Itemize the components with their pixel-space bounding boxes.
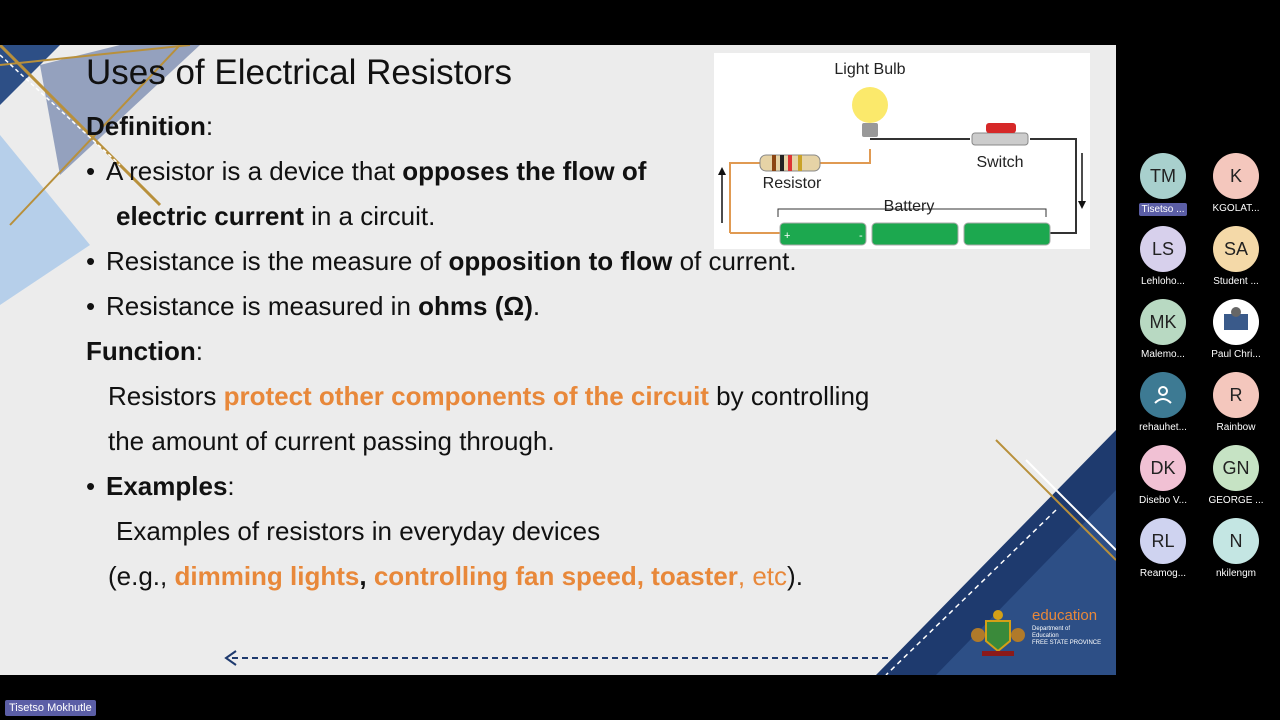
text: A resistor is a device that — [106, 156, 403, 186]
participant-name: KGOLAT... — [1212, 203, 1260, 214]
definition-heading-line: Definition: — [86, 111, 213, 142]
bullet: • — [86, 471, 96, 501]
decorative-corner — [0, 45, 200, 305]
avatar: MK — [1140, 299, 1186, 345]
switch-label: Switch — [976, 154, 1023, 171]
speaker-name-tag: Tisetso Mokhutle — [5, 700, 96, 716]
participant-tile[interactable]: R Rainbow — [1201, 372, 1271, 433]
slide-title: Uses of Electrical Resistors — [86, 53, 512, 92]
battery-plus: + — [784, 230, 790, 242]
highlight-text: protect other components of the circuit — [223, 381, 709, 411]
participant-tile[interactable]: RL Reamog... — [1128, 518, 1198, 579]
text: Resistors — [108, 381, 224, 411]
logo-word: education — [1032, 607, 1098, 624]
participant-name: Student ... — [1213, 276, 1259, 287]
circuit-diagram: Light Bulb Switch Resistor Battery + - — [714, 53, 1090, 249]
education-logo: education Department of Education FREE S… — [968, 607, 1108, 659]
bullet: • — [86, 291, 96, 321]
logo-line: Education — [1032, 633, 1059, 639]
light-bulb-label: Light Bulb — [834, 61, 905, 78]
participant-tile[interactable]: rehauhet... — [1128, 372, 1198, 433]
colon: : — [205, 111, 214, 141]
avatar: RL — [1140, 518, 1186, 564]
participant-name: Malemo... — [1141, 349, 1185, 360]
participant-name: nkilengm — [1215, 568, 1257, 579]
logo-line: Department of — [1032, 626, 1071, 632]
participant-tile[interactable]: SA Student ... — [1201, 226, 1271, 287]
participant-tile[interactable]: Paul Chri... — [1201, 299, 1271, 360]
avatar: LS — [1140, 226, 1186, 272]
participant-name: Lehloho... — [1141, 276, 1185, 287]
function-text-2: the amount of current passing through. — [108, 426, 555, 456]
text: in a circuit. — [303, 201, 436, 231]
text: (e.g., — [108, 561, 175, 591]
participant-name: Rainbow — [1216, 422, 1256, 433]
bold-text: opposes the flow of — [402, 156, 647, 186]
bold-text: ohms (Ω) — [418, 291, 533, 321]
avatar: DK — [1140, 445, 1186, 491]
participant-name: Reamog... — [1139, 568, 1187, 579]
participant-tile[interactable]: LS Lehloho... — [1128, 226, 1198, 287]
participant-tile[interactable]: K KGOLAT... — [1201, 153, 1271, 214]
definition-bullet-3: • Resistance is measured in ohms (Ω). — [86, 291, 540, 322]
highlight-text: , etc — [737, 561, 788, 591]
battery-label: Battery — [884, 198, 935, 215]
participant-name: Tisetso ... — [1138, 203, 1188, 216]
participant-tile[interactable]: DK Disebo V... — [1128, 445, 1198, 506]
participant-name: Paul Chri... — [1211, 349, 1261, 360]
person-icon — [1140, 372, 1186, 418]
participant-tile[interactable]: GN GEORGE ... — [1201, 445, 1271, 506]
examples-text-2: (e.g., dimming lights, controlling fan s… — [108, 561, 803, 592]
avatar: N — [1213, 518, 1259, 564]
function-heading-line: Function: — [86, 336, 203, 367]
colon: : — [227, 471, 235, 501]
colon: : — [195, 336, 203, 366]
text: . — [532, 291, 541, 321]
definition-heading: Definition — [86, 111, 206, 141]
profile-photo — [1213, 299, 1259, 345]
logo-line: FREE STATE PROVINCE — [1032, 640, 1102, 646]
text: ). — [787, 561, 803, 591]
text: Resistance is the measure of — [106, 246, 449, 276]
participant-tile[interactable]: TM Tisetso ... — [1128, 153, 1198, 221]
bullet: • — [86, 156, 96, 186]
logo-subtext: Department of Education FREE STATE PROVI… — [1032, 626, 1101, 647]
resistor-label: Resistor — [763, 175, 822, 192]
examples-heading: Examples — [106, 471, 228, 501]
highlight-text: controlling fan speed, toaster — [373, 561, 738, 591]
examples-text-1: Examples of resistors in everyday device… — [116, 516, 601, 546]
text: , — [359, 561, 374, 591]
bold-text: opposition to flow — [448, 246, 673, 276]
definition-bullet-1: • A resistor is a device that opposes the… — [86, 156, 646, 187]
battery-minus: - — [859, 230, 863, 242]
avatar: GN — [1213, 445, 1259, 491]
text: Resistance is measured in — [106, 291, 419, 321]
dashed-arrow — [224, 650, 890, 666]
highlight-text: dimming lights — [174, 561, 360, 591]
avatar: R — [1213, 372, 1259, 418]
avatar: TM — [1140, 153, 1186, 199]
participant-name: rehauhet... — [1139, 422, 1187, 433]
bold-text: electric current — [116, 201, 304, 231]
bullet: • — [86, 246, 96, 276]
definition-bullet-1-cont: electric current in a circuit. — [116, 201, 435, 232]
participant-tile[interactable]: MK Malemo... — [1128, 299, 1198, 360]
participant-name: GEORGE ... — [1208, 495, 1264, 506]
text: by controlling — [708, 381, 870, 411]
definition-bullet-2: • Resistance is the measure of opposition… — [86, 246, 797, 277]
presentation-slide: Uses of Electrical Resistors Definition:… — [0, 45, 1116, 675]
participant-name: Disebo V... — [1139, 495, 1187, 506]
examples-heading-line: • Examples: — [86, 471, 235, 502]
text: of current. — [672, 246, 797, 276]
avatar: SA — [1213, 226, 1259, 272]
function-text-1: Resistors protect other components of th… — [108, 381, 869, 412]
function-heading: Function — [86, 336, 196, 366]
coat-of-arms-icon — [971, 610, 1025, 656]
avatar: K — [1213, 153, 1259, 199]
